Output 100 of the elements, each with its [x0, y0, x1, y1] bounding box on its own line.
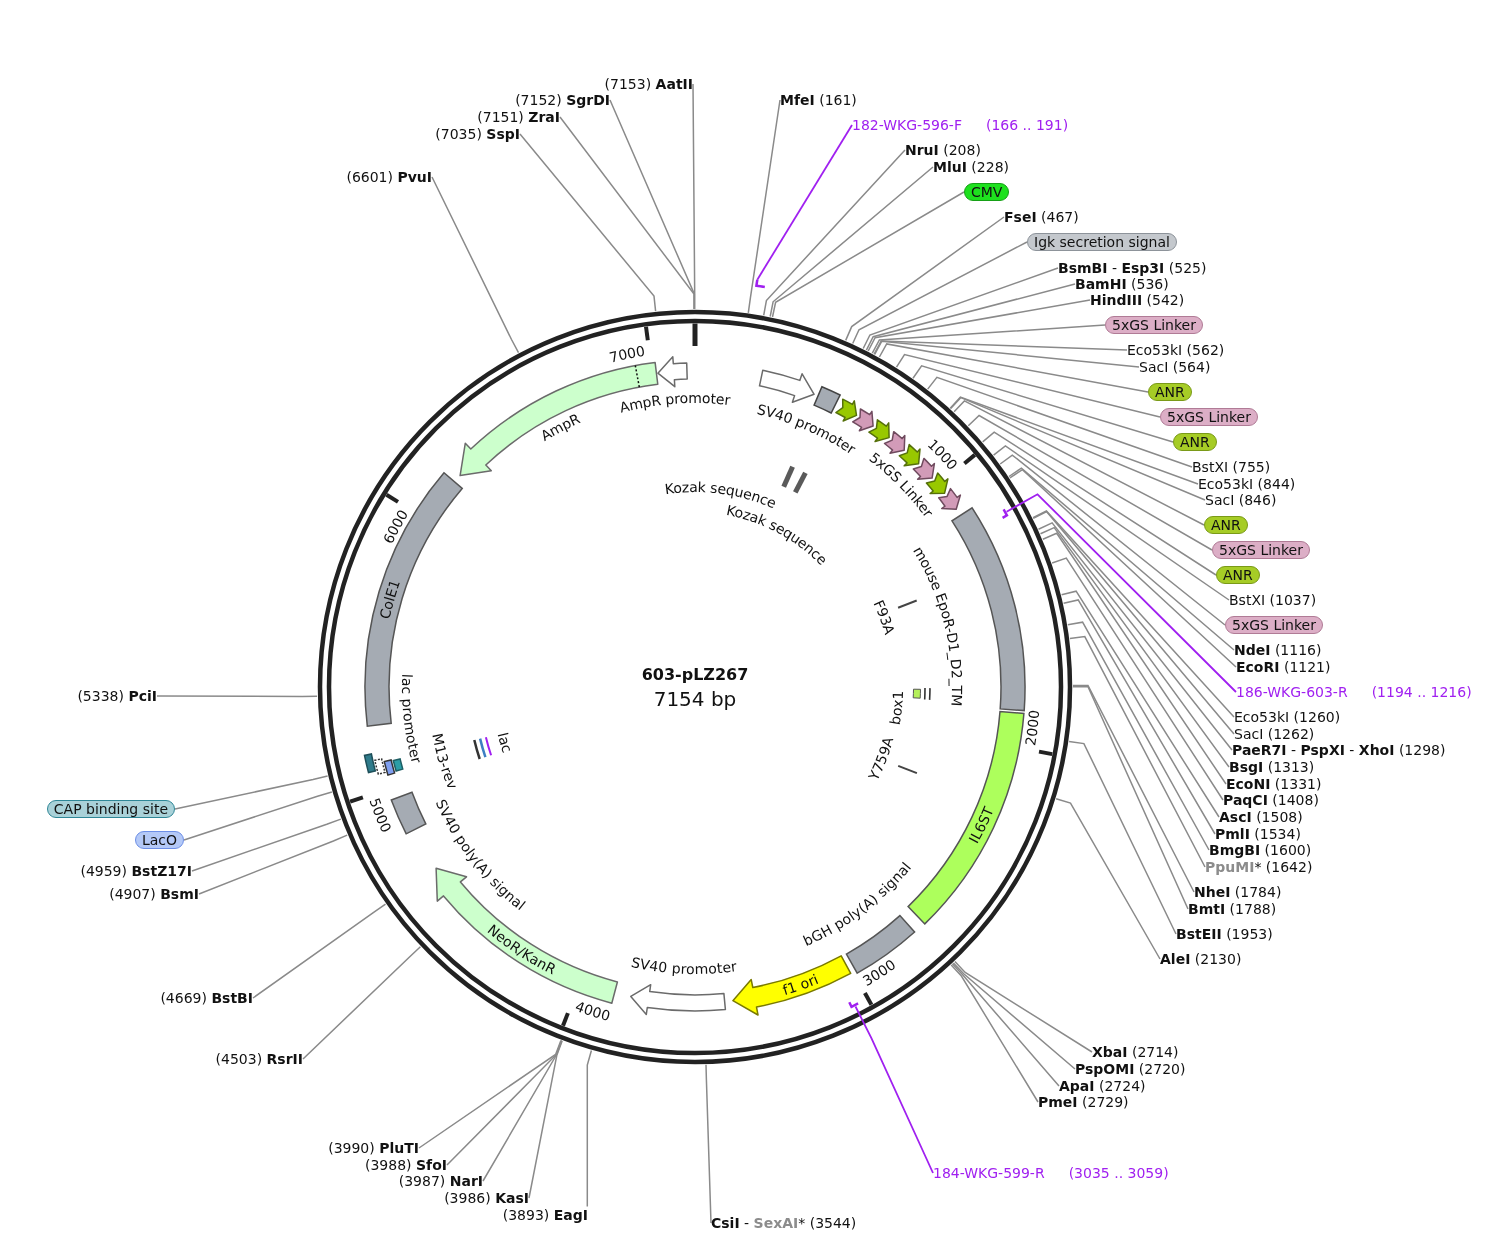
- restriction-site-label: NdeI (1116): [1234, 641, 1322, 659]
- leader-line: [992, 445, 1230, 601]
- directional-feature: [630, 983, 727, 1016]
- feature-tag: ANR: [1173, 433, 1217, 451]
- leader-line: [926, 376, 1193, 468]
- restriction-site-label: (4959) BstZ17I: [80, 862, 192, 880]
- feature-tag: Igk secretion signal: [1027, 233, 1177, 251]
- leader-line: [873, 340, 1140, 368]
- leader-line: [418, 1039, 562, 1149]
- leader-line: [999, 454, 1226, 626]
- leader-line: [762, 149, 906, 317]
- leader-line: [174, 775, 329, 810]
- restriction-site-label: BstXI (1037): [1229, 591, 1317, 609]
- leader-line: [851, 241, 1028, 345]
- leader-line: [302, 945, 422, 1060]
- restriction-site-label: (3893) EagI: [502, 1206, 588, 1224]
- restriction-site-label: SacI (846): [1205, 491, 1277, 509]
- leader-line: [865, 283, 1076, 351]
- leader-line: [895, 353, 1161, 418]
- restriction-site-label: Eco53kI (844): [1198, 475, 1296, 493]
- restriction-site-label: EcoNI (1331): [1226, 775, 1322, 793]
- leader-line: [1069, 635, 1206, 868]
- leader-line: [871, 324, 1106, 354]
- restriction-site-label: SacI (564): [1139, 358, 1211, 376]
- leader-line: [252, 903, 387, 999]
- restriction-site-label: NheI (1784): [1194, 883, 1282, 901]
- leader-line: [867, 299, 1091, 352]
- leader-line: [1068, 740, 1177, 935]
- feature-bar: [374, 758, 386, 775]
- leader-line: [705, 1064, 712, 1224]
- feature-tag: CAP binding site: [46, 800, 175, 818]
- leader-line: [949, 396, 1206, 501]
- leader-line: [951, 963, 1060, 1087]
- restriction-site-label: EcoRI (1121): [1236, 658, 1331, 676]
- feature-tick: [897, 764, 918, 775]
- leader-line: [967, 414, 1213, 551]
- restriction-site-label: MluI (228): [933, 158, 1009, 176]
- leader-line: [519, 133, 657, 312]
- leader-line: [747, 99, 781, 314]
- leader-line: [981, 431, 1217, 576]
- feature-box: [390, 791, 427, 835]
- restriction-site-label: PaeR7I - PspXI - XhoI (1298): [1232, 741, 1446, 759]
- leader-line: [1067, 621, 1210, 851]
- restriction-site-label: BsmBI - Esp3I (525): [1058, 259, 1207, 277]
- restriction-site-label: (5338) PciI: [77, 687, 157, 705]
- leader-line: [191, 818, 342, 872]
- leader-line: [954, 960, 1093, 1053]
- feature-box: [912, 688, 931, 700]
- leader-line: [692, 83, 696, 310]
- restriction-site-label: BamHI (536): [1075, 275, 1169, 293]
- restriction-site-label: (3990) PluTI: [328, 1139, 419, 1157]
- primer-label: 182-WKG-596-F (166 .. 191): [852, 116, 1069, 134]
- leader-line: [950, 964, 1039, 1103]
- primer-label: 186-WKG-603-R (1194 .. 1216): [1236, 683, 1472, 701]
- leader-line: [844, 216, 1005, 342]
- restriction-site-label: PmeI (2729): [1038, 1093, 1129, 1111]
- leader-line: [862, 267, 1059, 350]
- feature-tag: 5xGS Linker: [1160, 408, 1258, 426]
- leader-line: [878, 343, 1149, 393]
- feature-tick: [781, 465, 795, 488]
- leader-line: [482, 1040, 563, 1182]
- restriction-site-label: SacI (1262): [1234, 725, 1315, 743]
- directional-feature: [758, 369, 815, 403]
- restriction-site-label: (6601) PvuI: [346, 168, 432, 186]
- restriction-site-label: (7151) ZraI: [477, 108, 560, 126]
- restriction-site-label: (4669) BstBI: [160, 989, 253, 1007]
- leader-line: [528, 1040, 563, 1199]
- feature-label: lac: [494, 730, 516, 755]
- feature-bar: [383, 759, 396, 776]
- feature-tag: 5xGS Linker: [1225, 616, 1323, 634]
- restriction-site-label: Eco53kI (1260): [1234, 708, 1341, 726]
- leader-line: [953, 399, 1205, 526]
- restriction-site-label: PpuMI* (1642): [1205, 858, 1313, 876]
- restriction-site-label: (3986) KasI: [444, 1189, 529, 1207]
- restriction-site-label: BmgBI (1600): [1209, 841, 1312, 859]
- restriction-site-label: Eco53kI (562): [1127, 341, 1225, 359]
- primer-mark: [1001, 508, 1009, 519]
- feature-label: f1 ori: [780, 970, 821, 999]
- feature-tick: [897, 599, 918, 609]
- leader-line: [771, 191, 965, 318]
- leader-line: [949, 396, 1199, 485]
- restriction-site-label: (4503) RsrII: [215, 1050, 303, 1068]
- leader-line: [1051, 557, 1224, 801]
- restriction-site-label: MfeI (161): [780, 91, 857, 109]
- plasmid-size: 7154 bp: [653, 687, 737, 711]
- restriction-site-label: BstEII (1953): [1176, 925, 1273, 943]
- restriction-site-label: (7035) SspI: [435, 125, 520, 143]
- leader-line: [769, 166, 934, 318]
- feature-tag: 5xGS Linker: [1105, 316, 1203, 334]
- primer-mark: [848, 1001, 859, 1009]
- restriction-site-label: FseI (467): [1004, 208, 1079, 226]
- restriction-site-label: (7152) SgrDI: [515, 91, 610, 109]
- feature-tag: ANR: [1204, 516, 1248, 534]
- feature-label: SV40 promoter: [629, 953, 738, 978]
- restriction-site-label: XbaI (2714): [1092, 1043, 1179, 1061]
- leader-line: [431, 176, 520, 354]
- scale-label: 4000: [573, 997, 612, 1024]
- directional-feature: [883, 430, 906, 454]
- leader-line: [198, 834, 348, 895]
- leader-line: [446, 1039, 563, 1166]
